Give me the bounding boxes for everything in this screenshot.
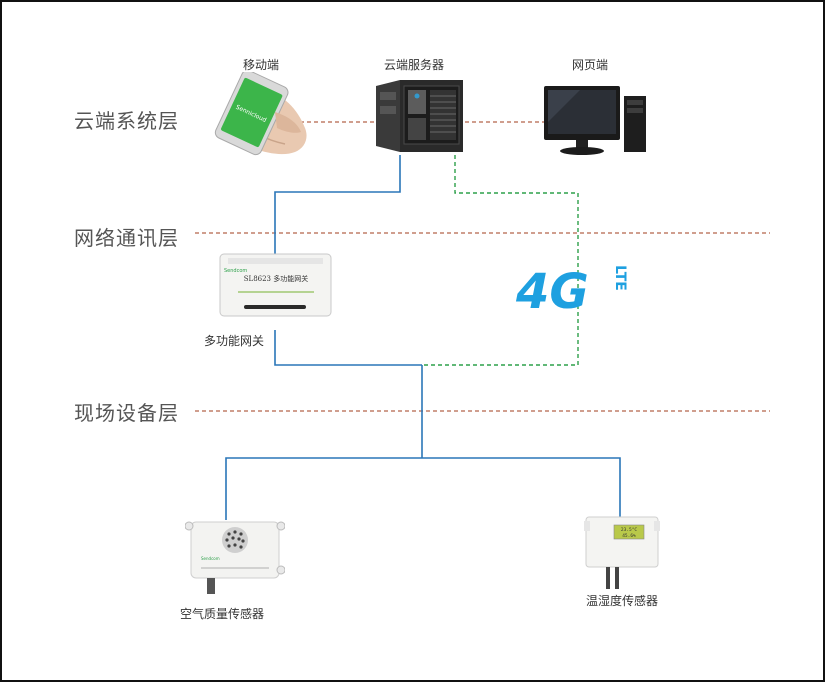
th-lcd-line-1: 23.5°C: [621, 527, 638, 533]
temperature-humidity-sensor-icon: 23.5°C 45.6%: [584, 516, 660, 589]
air-sensor-wire: [225, 457, 422, 520]
server-icon: [376, 80, 463, 152]
th-lcd-line-2: 45.6%: [622, 533, 636, 539]
air-quality-sensor-icon: Sendcom: [185, 521, 285, 594]
network-layer-title: 网络通讯层: [74, 226, 179, 250]
desktop-computer-icon: [544, 86, 646, 155]
gateway-device-icon: Sendcom SL8623 多功能网关: [219, 253, 332, 317]
gateway-label: 多功能网关: [204, 334, 265, 348]
cloud-server-label: 云端服务器: [384, 58, 445, 72]
lte-badge-text: LTE: [612, 265, 628, 291]
4g-badge-text: 4G: [515, 264, 589, 318]
4g-lte-icon: 4G LTE: [515, 264, 628, 318]
air-sensor-brand-text: Sendcom: [201, 556, 220, 561]
server-4g-link: [422, 155, 579, 366]
air-sensor-label: 空气质量传感器: [180, 607, 265, 621]
th-sensor-label: 温湿度传感器: [586, 594, 659, 608]
mobile-label: 移动端: [243, 58, 280, 72]
gateway-model-text: SL8623 多功能网关: [244, 274, 308, 283]
gateway-brand-text: Sendcom: [224, 268, 247, 274]
field-layer-title: 现场设备层: [74, 401, 179, 425]
gateway-bus-wire: [274, 330, 422, 366]
cloud-layer-title: 云端系统层: [74, 109, 179, 133]
smartphone-icon: Sennicloud: [214, 72, 307, 156]
server-gateway-wire: [274, 155, 401, 255]
web-label: 网页端: [572, 58, 609, 72]
th-sensor-wire: [422, 457, 621, 520]
